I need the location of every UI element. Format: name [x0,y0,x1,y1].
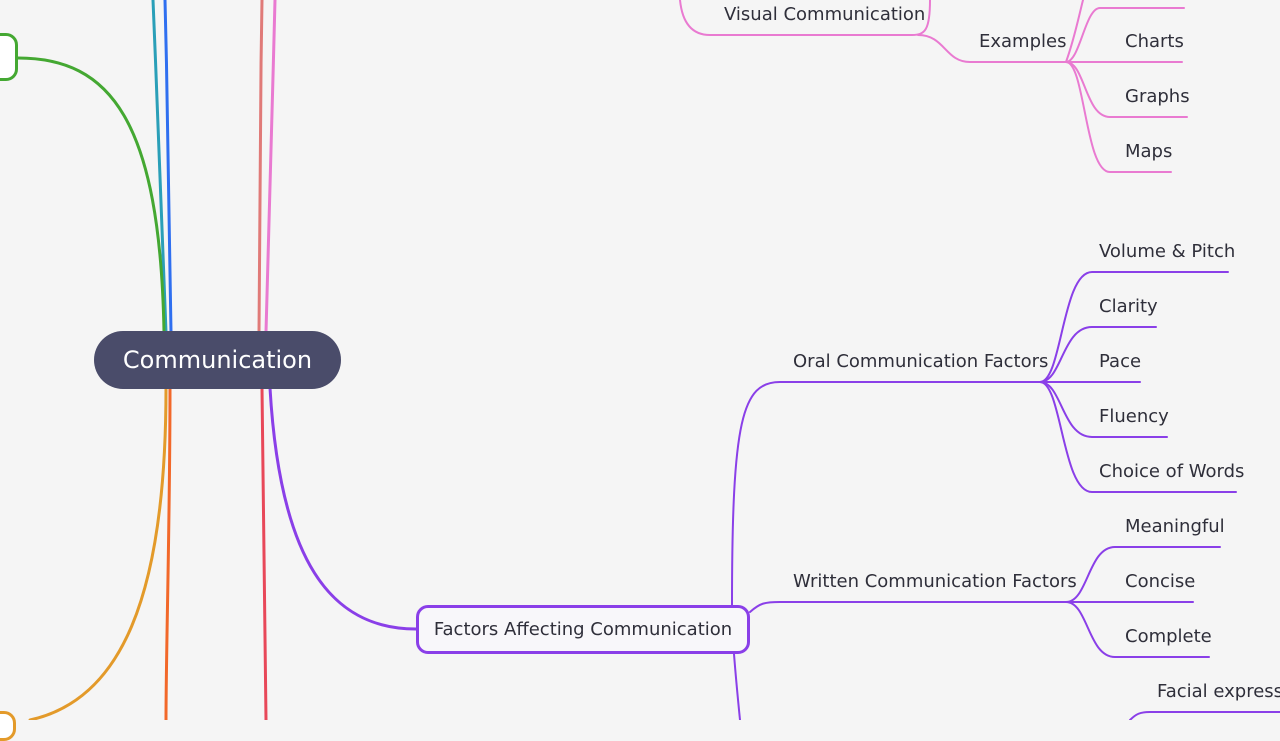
connector-visual-parent [679,0,931,36]
connector-factors-nonverbal [733,653,741,720]
oral-item-pace[interactable]: Pace [1099,351,1142,372]
root-node[interactable]: Communication [94,331,341,389]
connector-blue [163,0,173,334]
nonverbal-item-facial-expressions[interactable]: Facial expressio [1157,681,1280,702]
oral-communication-factors-node[interactable]: Oral Communication Factors [793,351,1049,372]
connector-oral-fluency [1039,381,1168,438]
examples-node[interactable]: Examples [979,31,1067,52]
oral-item-clarity[interactable]: Clarity [1099,296,1158,317]
connector-ex-top [1065,7,1185,63]
written-communication-factors-node[interactable]: Written Communication Factors [793,571,1077,592]
written-item-complete[interactable]: Complete [1125,626,1212,647]
connector-oral-clarity [1039,326,1157,383]
connector-pink [264,0,277,334]
connector-salmon [257,0,264,334]
factors-affecting-communication-node[interactable]: Factors Affecting Communication [416,605,750,654]
connector-visual-examples [917,34,1067,63]
connector-ex-graphs [1065,61,1188,118]
connector-green [16,56,166,334]
connector-ex-top-stub [1065,0,1084,63]
connector-oral-words [1039,381,1237,493]
connector-orange-red [164,386,172,720]
example-charts-node[interactable]: Charts [1125,31,1184,52]
connector-nonverbal-facial [1129,711,1280,720]
connector-factors-written [749,601,1067,613]
written-item-meaningful[interactable]: Meaningful [1125,516,1225,537]
connector-purple-main [268,386,418,631]
oral-item-volume-pitch[interactable]: Volume & Pitch [1099,241,1236,262]
connector-oral-volume [1039,271,1229,383]
written-item-concise[interactable]: Concise [1125,571,1196,592]
connector-orange [28,386,168,720]
connector-written-meaningful [1065,546,1221,603]
connector-teal [151,0,168,334]
orange-branch-node[interactable] [0,711,16,741]
connector-factors-oral [731,381,1041,606]
connector-red [260,386,268,720]
visual-communication-node[interactable]: Visual Communication [724,4,926,25]
connector-ex-maps [1065,61,1172,173]
oral-item-choice-of-words[interactable]: Choice of Words [1099,461,1245,482]
mindmap-connectors [16,0,1280,720]
green-branch-node[interactable] [0,33,18,81]
example-graphs-node[interactable]: Graphs [1125,86,1190,107]
example-maps-node[interactable]: Maps [1125,141,1173,162]
connector-written-complete [1065,601,1210,658]
oral-item-fluency[interactable]: Fluency [1099,406,1169,427]
